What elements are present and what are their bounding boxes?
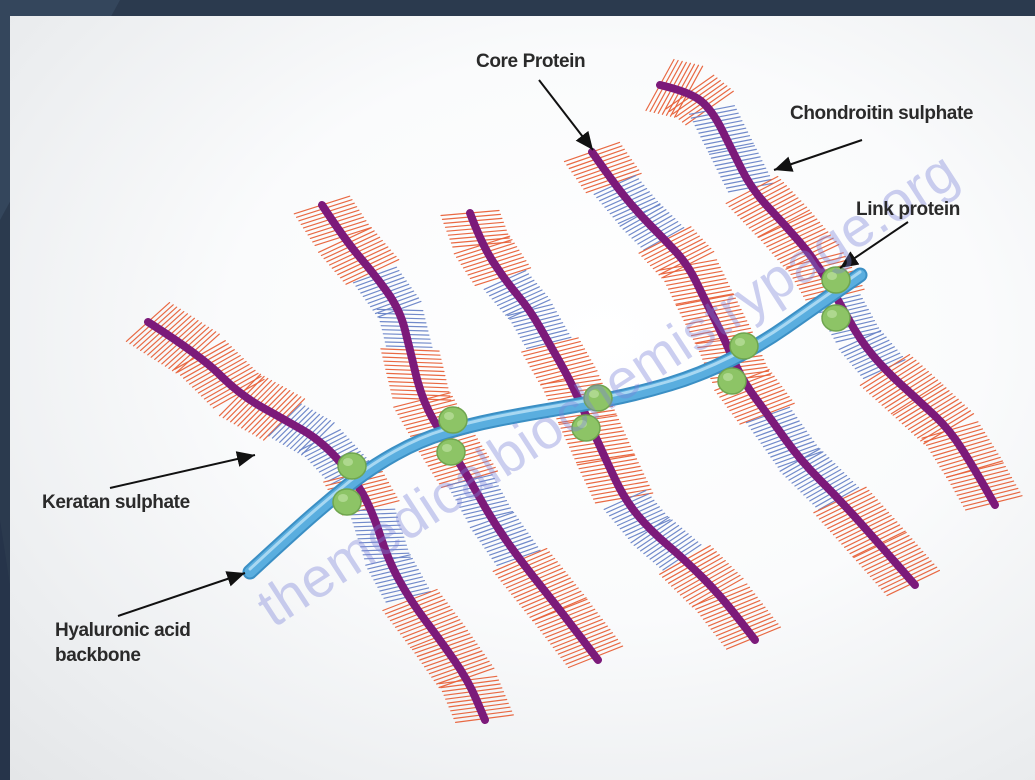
link-protein-highlight: [444, 412, 454, 420]
link-protein-blob: [822, 305, 850, 331]
label-arrow: [774, 140, 862, 170]
label-arrow: [539, 80, 593, 150]
keratan-sulphate-label: Keratan sulphate: [42, 491, 190, 516]
link-protein-highlight: [343, 458, 353, 466]
hyaluronic-acid-backbone-label: Hyaluronic acid backbone: [55, 619, 275, 668]
link-protein-blob: [718, 368, 746, 394]
label-arrow: [118, 573, 245, 616]
link-protein-highlight: [827, 310, 837, 318]
link-protein-highlight: [338, 494, 348, 502]
link-protein-label: Link protein: [856, 198, 960, 223]
link-protein-highlight: [723, 373, 733, 381]
chondroitin-sulphate-label: Chondroitin sulphate: [790, 102, 973, 127]
label-arrow: [110, 455, 255, 488]
link-protein-blob: [439, 407, 467, 433]
core-protein-label: Core Protein: [476, 50, 585, 75]
link-protein-blob: [338, 453, 366, 479]
